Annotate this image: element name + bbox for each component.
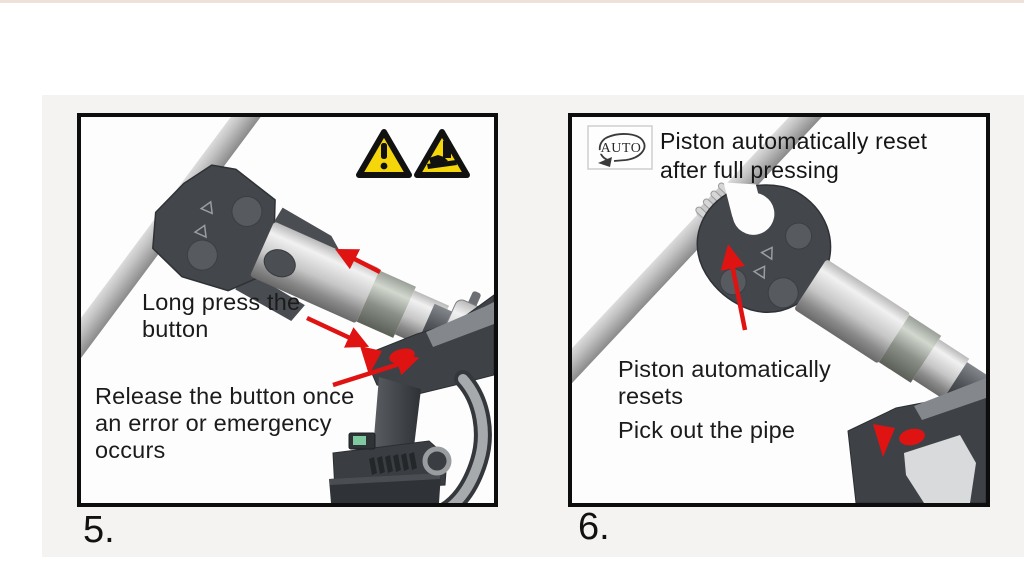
auto-badge-label: AUTO: [601, 141, 642, 156]
callout-arrows: [306, 248, 420, 388]
battery-vents: [369, 452, 417, 475]
jaw-pin: [186, 239, 218, 271]
panel-5-illustration: [81, 117, 494, 503]
step-number-6: 6.: [578, 506, 610, 548]
jaw-pin: [719, 268, 747, 296]
crush-hazard-icon: [414, 129, 470, 178]
head-warning-decal: [760, 246, 773, 261]
battery-pack-bevel: [329, 473, 441, 485]
handle-top-insert: [426, 302, 494, 347]
callout-piston-resets: Piston automatically resets: [618, 356, 831, 409]
rotating-collar: [356, 270, 416, 338]
jaw-pin: [231, 195, 263, 227]
jaw-pin: [785, 222, 813, 250]
hand-loop-hole: [904, 435, 976, 503]
step-number-5: 5.: [83, 509, 115, 551]
piston-arrow: [334, 248, 382, 275]
pressing-tool: [696, 182, 986, 413]
handle-top-insert: [914, 378, 986, 420]
jaw-lower-arm: [235, 270, 305, 321]
trigger-button-red: [873, 424, 895, 457]
cylinder-latch-knob: [263, 249, 296, 278]
reset-arrow: [720, 244, 748, 331]
panel-6-illustration: AUTO: [572, 117, 986, 503]
head-warning-decal: [752, 265, 766, 280]
trigger-button-red: [360, 346, 382, 375]
hand-loop-band: [447, 374, 488, 503]
rotating-collar: [878, 315, 942, 383]
page-top-strip: [0, 0, 1024, 3]
battery-indicator-screen: [353, 436, 366, 445]
general-warning-icon: [356, 129, 412, 178]
piston-cylinder: [795, 260, 910, 363]
tool-handle: [847, 378, 986, 503]
callout-release: Release the button once an error or emer…: [95, 383, 355, 463]
cylinder-neck: [912, 339, 970, 400]
callout-pick-pipe: Pick out the pipe: [618, 417, 796, 443]
release-button-red: [899, 428, 925, 446]
grip-column: [373, 377, 421, 455]
jaw-pin: [767, 277, 799, 309]
long-press-arrow: [306, 315, 370, 348]
callout-long-press: Long press the button: [142, 289, 301, 342]
panel-step-5: Long press the button Release the button…: [77, 113, 498, 507]
heading-auto-reset: Piston automatically reset after full pr…: [660, 128, 928, 183]
head-warning-decal: [199, 200, 214, 215]
auto-reset-icon: AUTO: [587, 125, 653, 170]
panel-step-6: AUTO Piston automatically reset after fu…: [568, 113, 990, 507]
head-warning-decal: [193, 224, 207, 239]
piston-cylinder: [250, 222, 380, 323]
release-arrow: [332, 353, 420, 388]
jaw-opening-slit: [723, 182, 764, 217]
carabiner-ring: [422, 446, 452, 476]
